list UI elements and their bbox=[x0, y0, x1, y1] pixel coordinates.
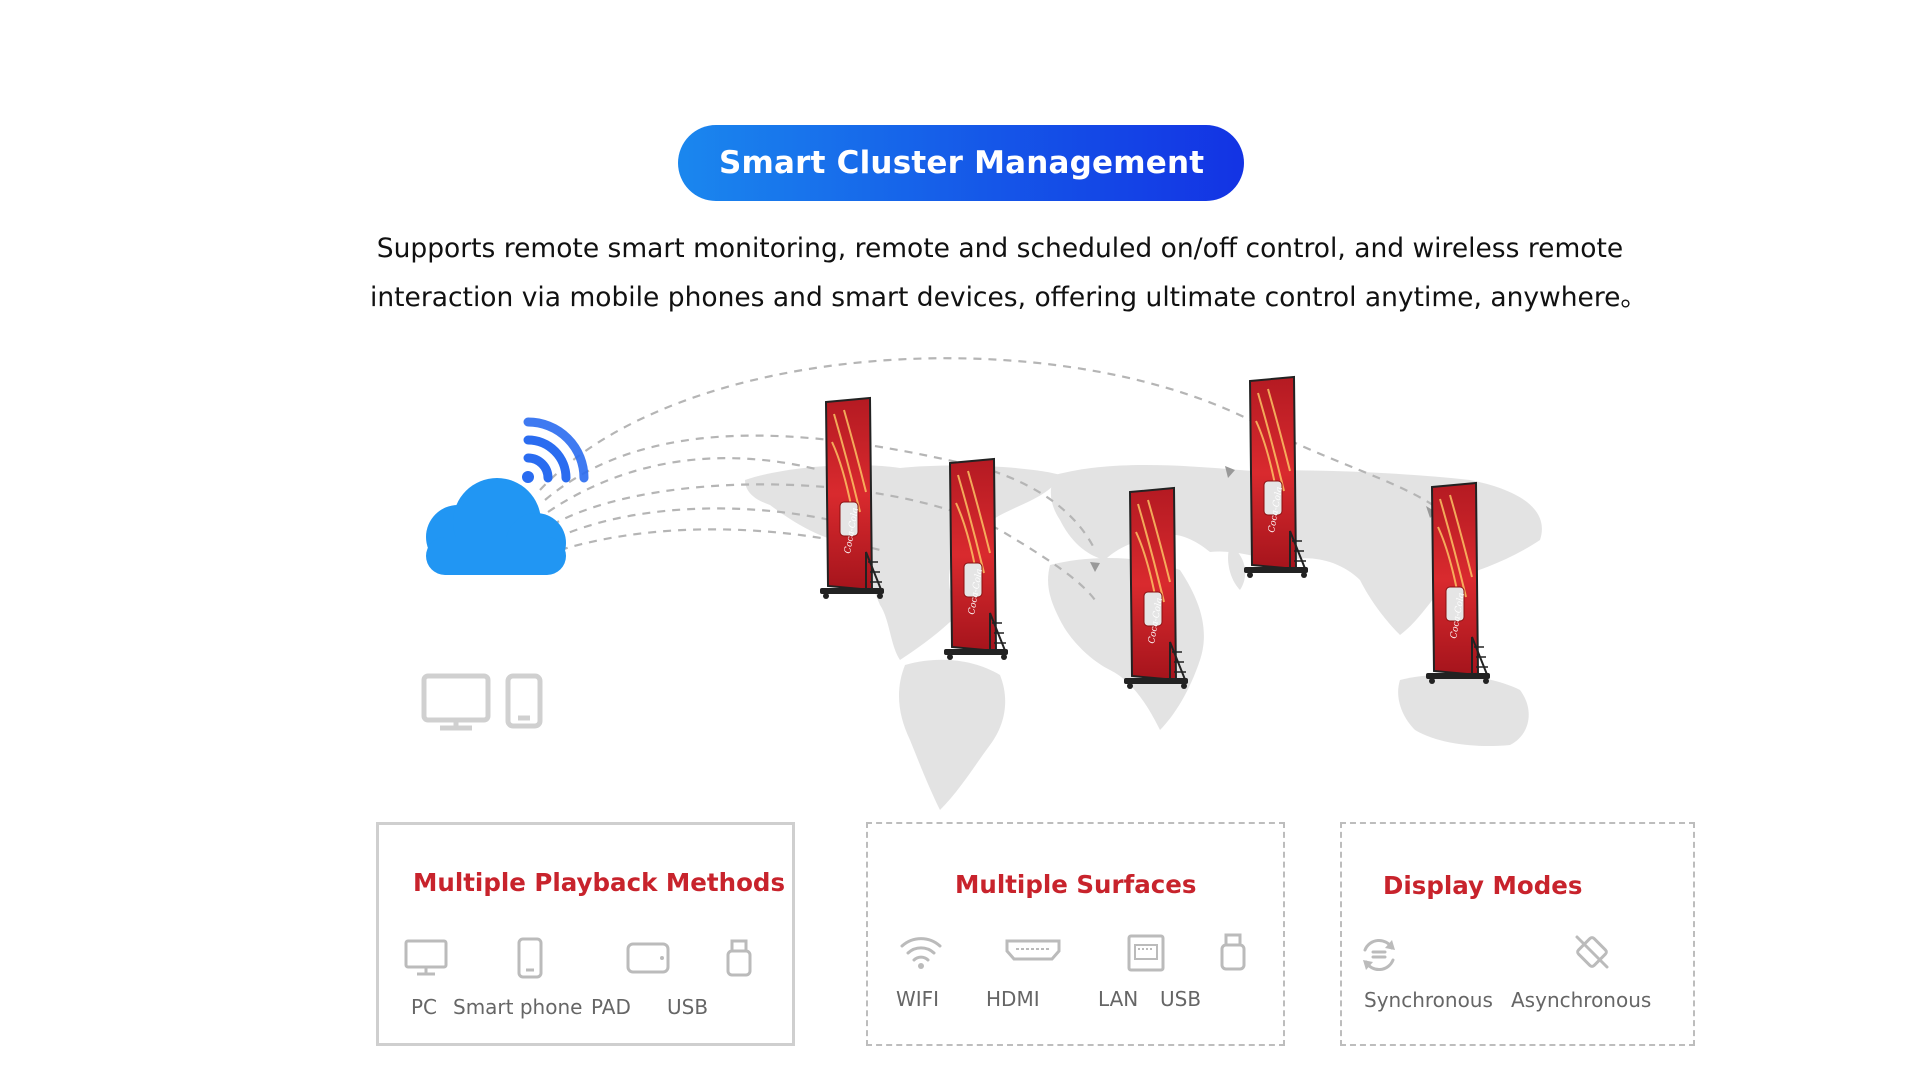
wifi-icon bbox=[900, 937, 942, 969]
option-label: USB bbox=[667, 995, 709, 1019]
usb-icon bbox=[726, 939, 752, 977]
lan-icon bbox=[1127, 934, 1165, 972]
monitor-device-icon bbox=[421, 673, 491, 731]
option-label: Asynchronous bbox=[1511, 988, 1652, 1012]
multiple-surfaces-card: Multiple Surfaces WIFI HDMI LAN USB bbox=[866, 822, 1285, 1046]
option-label: Synchronous bbox=[1364, 988, 1493, 1012]
playback-methods-card: Multiple Playback Methods PC Smart phone… bbox=[376, 822, 795, 1046]
option-label: PAD bbox=[591, 995, 631, 1019]
option-label: USB bbox=[1160, 987, 1202, 1011]
option-label: HDMI bbox=[986, 987, 1040, 1011]
option-label: PC bbox=[411, 995, 438, 1019]
option-label: WIFI bbox=[896, 987, 940, 1011]
smartphone-icon bbox=[517, 937, 543, 979]
phone-device-icon bbox=[505, 673, 543, 729]
display-modes-card: Display Modes Synchronous Asynchronous bbox=[1340, 822, 1695, 1046]
arc-arrowheads bbox=[1090, 466, 1436, 572]
description-line-1: Supports remote smart monitoring, remote… bbox=[376, 233, 1624, 264]
sync-icon bbox=[1363, 938, 1395, 972]
async-icon bbox=[1575, 935, 1609, 969]
section-title-pill: Smart Cluster Management bbox=[678, 125, 1244, 201]
cluster-illustration: Coca-Cola bbox=[421, 357, 1542, 810]
description-line-2: interaction via mobile phones and smart … bbox=[370, 282, 1647, 313]
usb-icon bbox=[1220, 933, 1246, 971]
option-label: LAN bbox=[1098, 987, 1139, 1011]
tablet-icon bbox=[626, 942, 670, 974]
display-modes-title: Display Modes bbox=[1383, 871, 1583, 900]
monitor-icon bbox=[404, 939, 448, 976]
option-label: Smart phone bbox=[453, 995, 583, 1019]
section-description: Supports remote smart monitoring, remote… bbox=[370, 224, 1647, 322]
wifi-signal-icon bbox=[522, 417, 589, 483]
section-title: Smart Cluster Management bbox=[719, 145, 1205, 181]
multiple-surfaces-title: Multiple Surfaces bbox=[955, 870, 1197, 899]
playback-methods-title: Multiple Playback Methods bbox=[413, 868, 786, 897]
cloud-icon bbox=[426, 478, 566, 575]
hdmi-icon bbox=[1005, 939, 1061, 961]
